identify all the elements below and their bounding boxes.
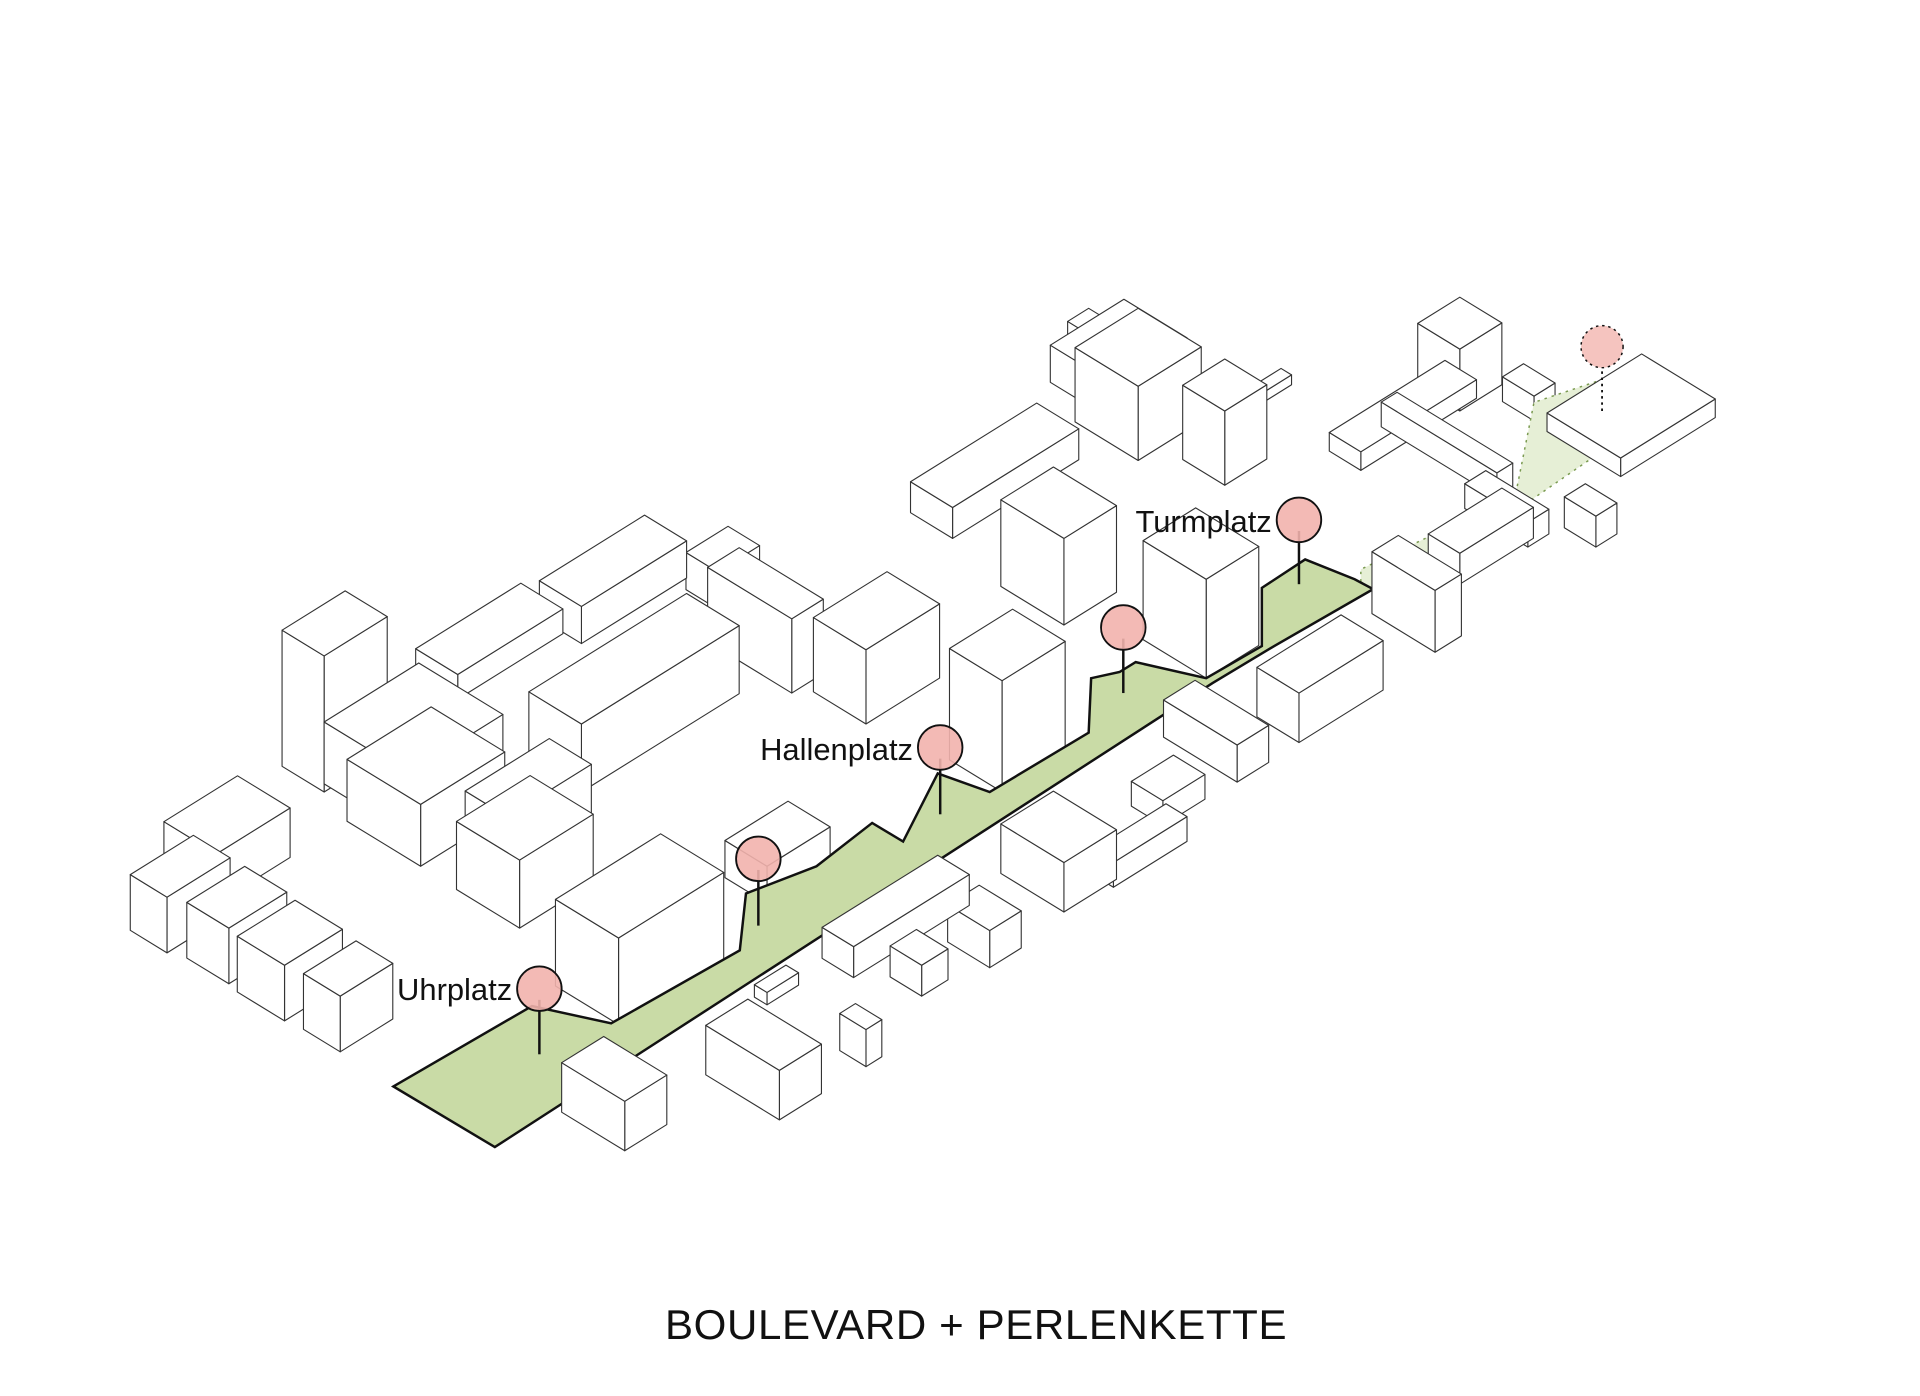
building-volume: [948, 608, 1066, 793]
marker-label: Turmplatz: [1136, 504, 1272, 539]
marker-circle-dotted: [1580, 324, 1624, 369]
building-face: [909, 402, 1080, 509]
building-face: [1142, 507, 1260, 580]
building-face: [554, 833, 725, 939]
building-face: [705, 998, 822, 1071]
building-face: [236, 899, 343, 966]
building-face: [1130, 754, 1206, 802]
marker-turmplatz[interactable]: Turmplatz: [1136, 496, 1323, 585]
marker-circle: [516, 965, 563, 1012]
building-face: [1380, 391, 1514, 474]
boulevard-green-area: [390, 558, 1376, 1149]
building-volume: [1563, 483, 1618, 548]
diagram-title: BOULEVARD + PERLENKETTE: [665, 1301, 1287, 1348]
building-face: [1182, 358, 1268, 412]
building-face: [1546, 353, 1716, 459]
marker-label: Uhrplatz: [397, 972, 512, 1007]
building-face: [186, 865, 288, 929]
building-face: [163, 775, 291, 855]
building-face: [812, 571, 941, 651]
building-face: [1501, 363, 1556, 397]
building-volume: [812, 571, 941, 725]
building-face: [1417, 296, 1503, 350]
building-face: [302, 940, 394, 997]
square-markers: Uhrplatz Hallenplatz Turmplatz: [397, 324, 1624, 1055]
building-volume: [1546, 353, 1716, 478]
marker-hallenplatz[interactable]: Hallenplatz: [760, 724, 964, 815]
marker-future-dotted[interactable]: [1580, 324, 1624, 415]
marker-uhrplatz[interactable]: Uhrplatz: [397, 965, 563, 1055]
building-volume: [554, 833, 725, 1026]
building-face: [1256, 614, 1384, 694]
building-volume: [1162, 679, 1270, 783]
building-face: [415, 582, 564, 676]
building-volume: [1000, 790, 1118, 913]
building-volume: [561, 1035, 668, 1152]
building-face: [281, 629, 325, 793]
buildings-front: [561, 353, 1716, 1152]
building-volume: [705, 998, 823, 1121]
building-face: [455, 775, 594, 861]
building-face: [281, 590, 388, 657]
building-volume: [1256, 614, 1384, 744]
building-face: [346, 706, 506, 805]
marker-circle: [917, 724, 964, 771]
building-volume: [302, 940, 394, 1053]
building-volume: [753, 964, 800, 1006]
marker-unnamed-2[interactable]: [1100, 604, 1147, 694]
building-face: [753, 964, 800, 993]
building-face: [707, 547, 824, 620]
building-volume: [455, 775, 594, 929]
building-face: [538, 514, 688, 608]
building-volume: [1182, 358, 1268, 486]
building-volume: [839, 1003, 883, 1068]
building-face: [129, 834, 231, 898]
building-volume: [821, 854, 970, 979]
building-volume: [1000, 466, 1118, 626]
marker-circle: [1100, 604, 1147, 651]
building-face: [528, 592, 740, 725]
building-face: [1563, 483, 1618, 517]
building-volume: [889, 928, 949, 997]
marker-unnamed-1[interactable]: [735, 835, 782, 926]
building-volume: [909, 402, 1080, 539]
building-volume: [1371, 534, 1462, 653]
building-face: [948, 608, 1066, 682]
marker-circle: [1275, 496, 1323, 544]
building-face: [889, 928, 949, 966]
building-face: [821, 854, 970, 948]
building-face: [1427, 487, 1534, 554]
building-face: [1000, 790, 1118, 864]
building-face: [1162, 679, 1270, 746]
marker-circle: [735, 835, 782, 883]
building-volume: [1074, 307, 1202, 462]
building-face: [839, 1003, 883, 1031]
building-face: [1000, 466, 1118, 539]
building-face: [561, 1035, 668, 1102]
building-face: [1371, 534, 1462, 591]
marker-label: Hallenplatz: [760, 732, 913, 767]
building-volume: [1142, 507, 1260, 679]
building-face: [1074, 307, 1202, 387]
